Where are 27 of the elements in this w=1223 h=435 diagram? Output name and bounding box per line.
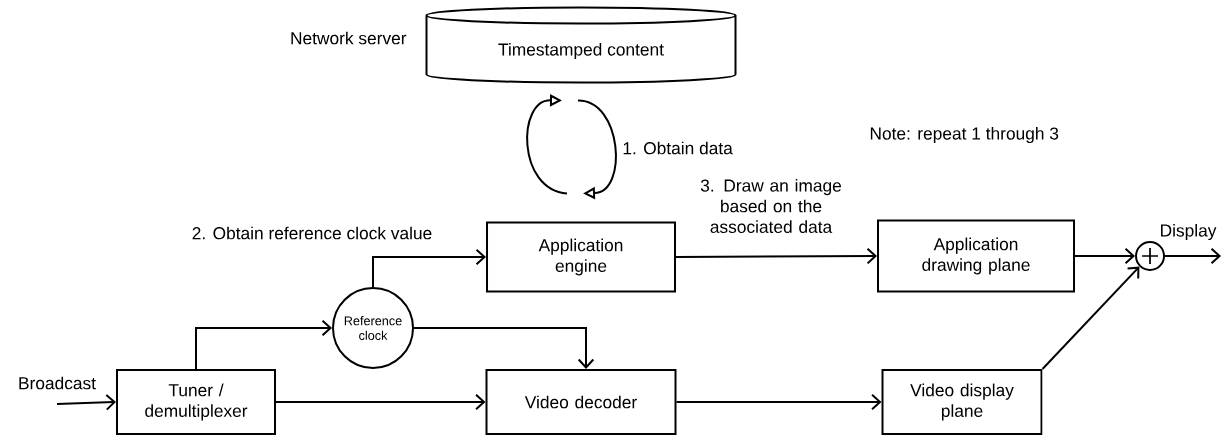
edge-label: 2. Obtain reference clock value	[192, 226, 432, 240]
node-caption: Network server	[291, 31, 407, 45]
edge-label: 1. Obtain data	[623, 141, 733, 155]
process-box: Video display plane	[881, 369, 1043, 435]
edge-label: 3. Draw an image based on the associated data	[700, 178, 841, 234]
arrow	[675, 247, 877, 265]
arrow	[413, 327, 595, 369]
process-box: Application engine	[486, 221, 676, 293]
cycle-arrow	[526, 94, 568, 195]
arrow	[275, 393, 486, 411]
process-box: Application drawing plane	[877, 219, 1075, 293]
cycle-arrow	[577, 99, 617, 200]
arrow	[1074, 247, 1135, 265]
arrow	[675, 393, 882, 411]
process-box: Video decoder	[485, 369, 677, 435]
note-text: Note: repeat 1 through 3	[870, 126, 1059, 144]
arrow	[56, 394, 116, 411]
arrow	[1164, 247, 1221, 265]
database-cylinder: Timestamped content	[425, 6, 737, 84]
node-label: Timestamped content	[498, 42, 664, 60]
arrow	[1041, 266, 1140, 370]
summing-junction	[1135, 241, 1165, 271]
arrow	[195, 319, 332, 370]
edge-label: Display	[1161, 223, 1217, 241]
arrow	[372, 248, 486, 288]
process-box: Tuner / demultiplexer	[116, 369, 276, 435]
edge-label: Broadcast	[19, 376, 96, 390]
